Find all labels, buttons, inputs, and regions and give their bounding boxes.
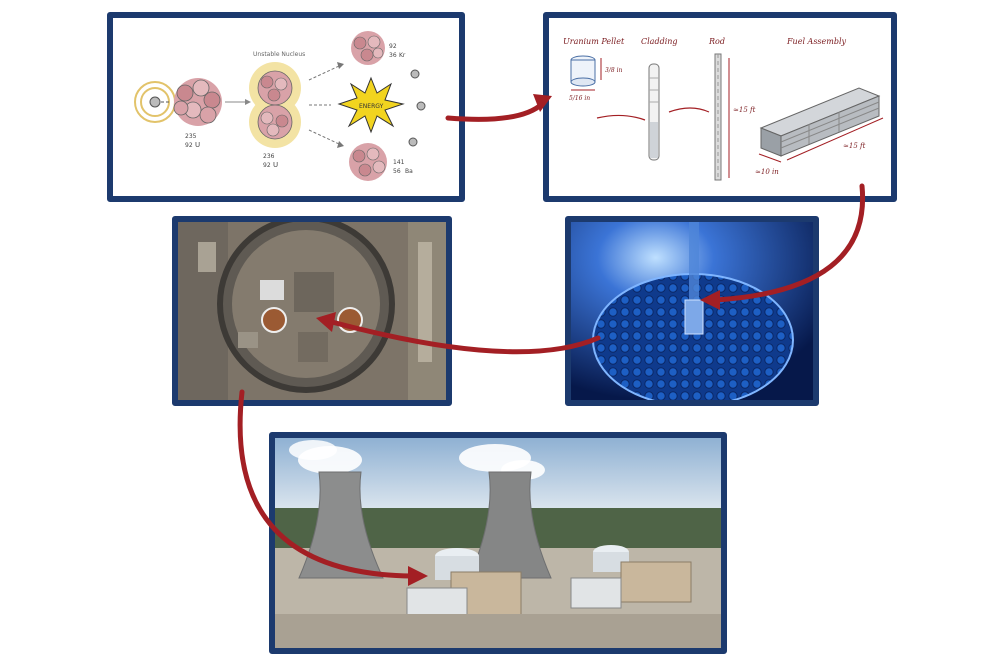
cladding-tube [648, 63, 660, 161]
u236-mass-label: 236 [263, 153, 275, 160]
unstable-nucleus-label: Unstable Nucleus [253, 51, 305, 58]
u236-symbol: U [273, 161, 278, 169]
ba-z-label: 56 [393, 168, 401, 175]
barium-fragment [349, 143, 387, 181]
u235-z-label: 92 [185, 142, 193, 149]
incoming-neutron [134, 81, 176, 123]
energy-label: ENERGY [359, 103, 384, 110]
pellet-width: 5/16 in [569, 95, 590, 102]
assembly-width: ≈10 in [755, 168, 779, 176]
kr-z-label: 36 [389, 52, 397, 59]
kr-mass-label: 92 [389, 43, 397, 50]
u236-z-label: 92 [263, 162, 271, 169]
fuel-rod [714, 53, 722, 181]
kr-symbol: Kr [399, 52, 406, 59]
containment-aerial-photo [178, 222, 446, 400]
neutron-out-3 [408, 137, 418, 147]
containment-aerial-panel [172, 216, 452, 406]
unstable-nucleus [249, 62, 301, 148]
fuel-diagram: Uranium Pellet Cladding Rod Fuel Assembl… [563, 37, 884, 181]
fission-diagram: 235 92 U Unstable Nucleus 236 92 U [134, 31, 426, 181]
fuel-assembly [759, 87, 881, 157]
u235-mass-label: 235 [185, 133, 197, 140]
reactor-core-photo [571, 222, 813, 400]
fuel-panel: Uranium Pellet Cladding Rod Fuel Assembl… [543, 12, 897, 202]
cladding-label: Cladding [641, 37, 678, 46]
reactor-core-panel [565, 216, 819, 406]
power-plant-photo [275, 438, 721, 648]
assembly-label: Fuel Assembly [786, 37, 847, 46]
rod-label: Rod [708, 37, 725, 46]
uranium-pellet [570, 55, 596, 87]
ba-mass-label: 141 [393, 159, 405, 166]
rod-length: ≈15 ft [733, 106, 756, 114]
power-plant-panel [269, 432, 727, 654]
fission-panel: 235 92 U Unstable Nucleus 236 92 U [107, 12, 465, 202]
neutron-out-2 [416, 101, 426, 111]
u235-symbol: U [195, 141, 200, 149]
u235-nucleus [173, 78, 222, 126]
ba-symbol: Ba [405, 168, 413, 175]
neutron-out-1 [410, 69, 420, 79]
pellet-label: Uranium Pellet [563, 37, 625, 46]
pellet-height: 3/8 in [605, 67, 622, 74]
krypton-fragment [351, 31, 385, 65]
energy-burst [337, 76, 405, 134]
assembly-length: ≈15 ft [843, 142, 866, 150]
